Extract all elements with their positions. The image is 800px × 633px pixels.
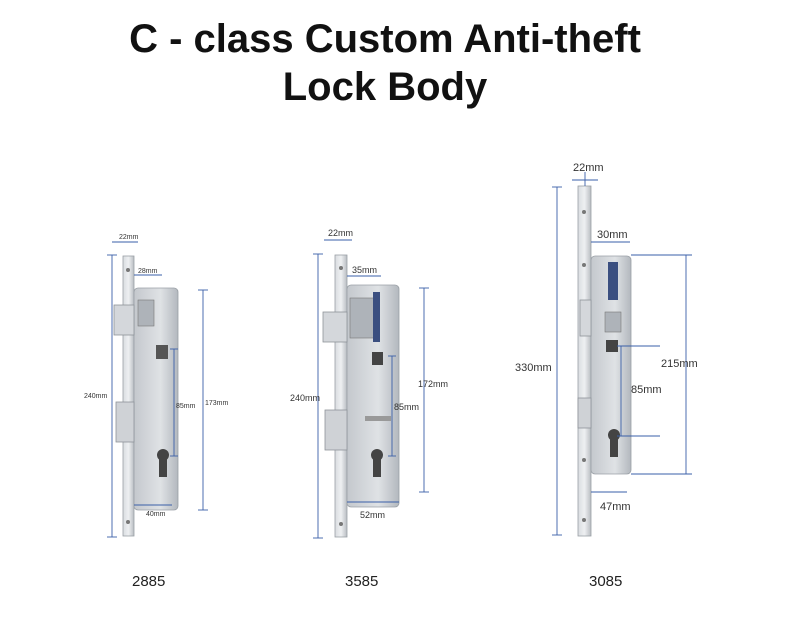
model-label-2885: 2885	[132, 573, 166, 590]
page-title-line-1: C - class Custom Anti-theft	[129, 17, 641, 61]
dead-bolt	[115, 401, 135, 443]
dim-faceplate: 22mm	[119, 234, 139, 241]
dim-backset: 30mm	[597, 229, 628, 241]
dim-total: 330mm	[515, 362, 552, 374]
lock-3085: 22mm 30mm 330mm 85mm 215mm 47mm	[515, 162, 698, 537]
faceplate	[334, 254, 348, 538]
lock-2885: 22mm 28mm 240mm 85mm 173mm 40mm	[84, 234, 229, 538]
handle-hole	[606, 340, 618, 352]
latch-bolt	[322, 311, 348, 343]
dim-backset: 35mm	[352, 265, 377, 275]
page-title-line-2: Lock Body	[282, 65, 488, 109]
dim-centers: 85mm	[394, 402, 419, 412]
dead-bolt	[577, 397, 592, 429]
dim-centers: 85mm	[176, 403, 196, 410]
latch-bolt	[579, 299, 592, 337]
dim-backset: 28mm	[138, 268, 158, 275]
dim-faceplate: 22mm	[328, 228, 353, 238]
handle-hole	[156, 345, 168, 359]
model-label-3085: 3085	[589, 573, 623, 590]
dim-body: 173mm	[205, 400, 229, 407]
dim-bottom: 52mm	[360, 510, 385, 520]
faceplate	[577, 185, 592, 537]
faceplate	[122, 255, 135, 537]
dim-body: 172mm	[418, 379, 448, 389]
model-label-3585: 3585	[345, 573, 379, 590]
dim-centers: 85mm	[631, 384, 662, 396]
dim-total: 240mm	[84, 393, 108, 400]
latch-bolt	[113, 304, 135, 336]
lock-case	[346, 284, 400, 508]
dim-body: 215mm	[661, 358, 698, 370]
dead-bolt	[324, 409, 348, 451]
dim-bottom: 40mm	[146, 511, 166, 518]
dim-faceplate: 22mm	[573, 162, 604, 174]
lock-3585: 22mm 35mm 240mm 85mm 172mm 52mm	[290, 228, 448, 539]
dim-bottom: 47mm	[600, 501, 631, 513]
handle-hole	[372, 352, 383, 365]
dim-total: 240mm	[290, 393, 320, 403]
